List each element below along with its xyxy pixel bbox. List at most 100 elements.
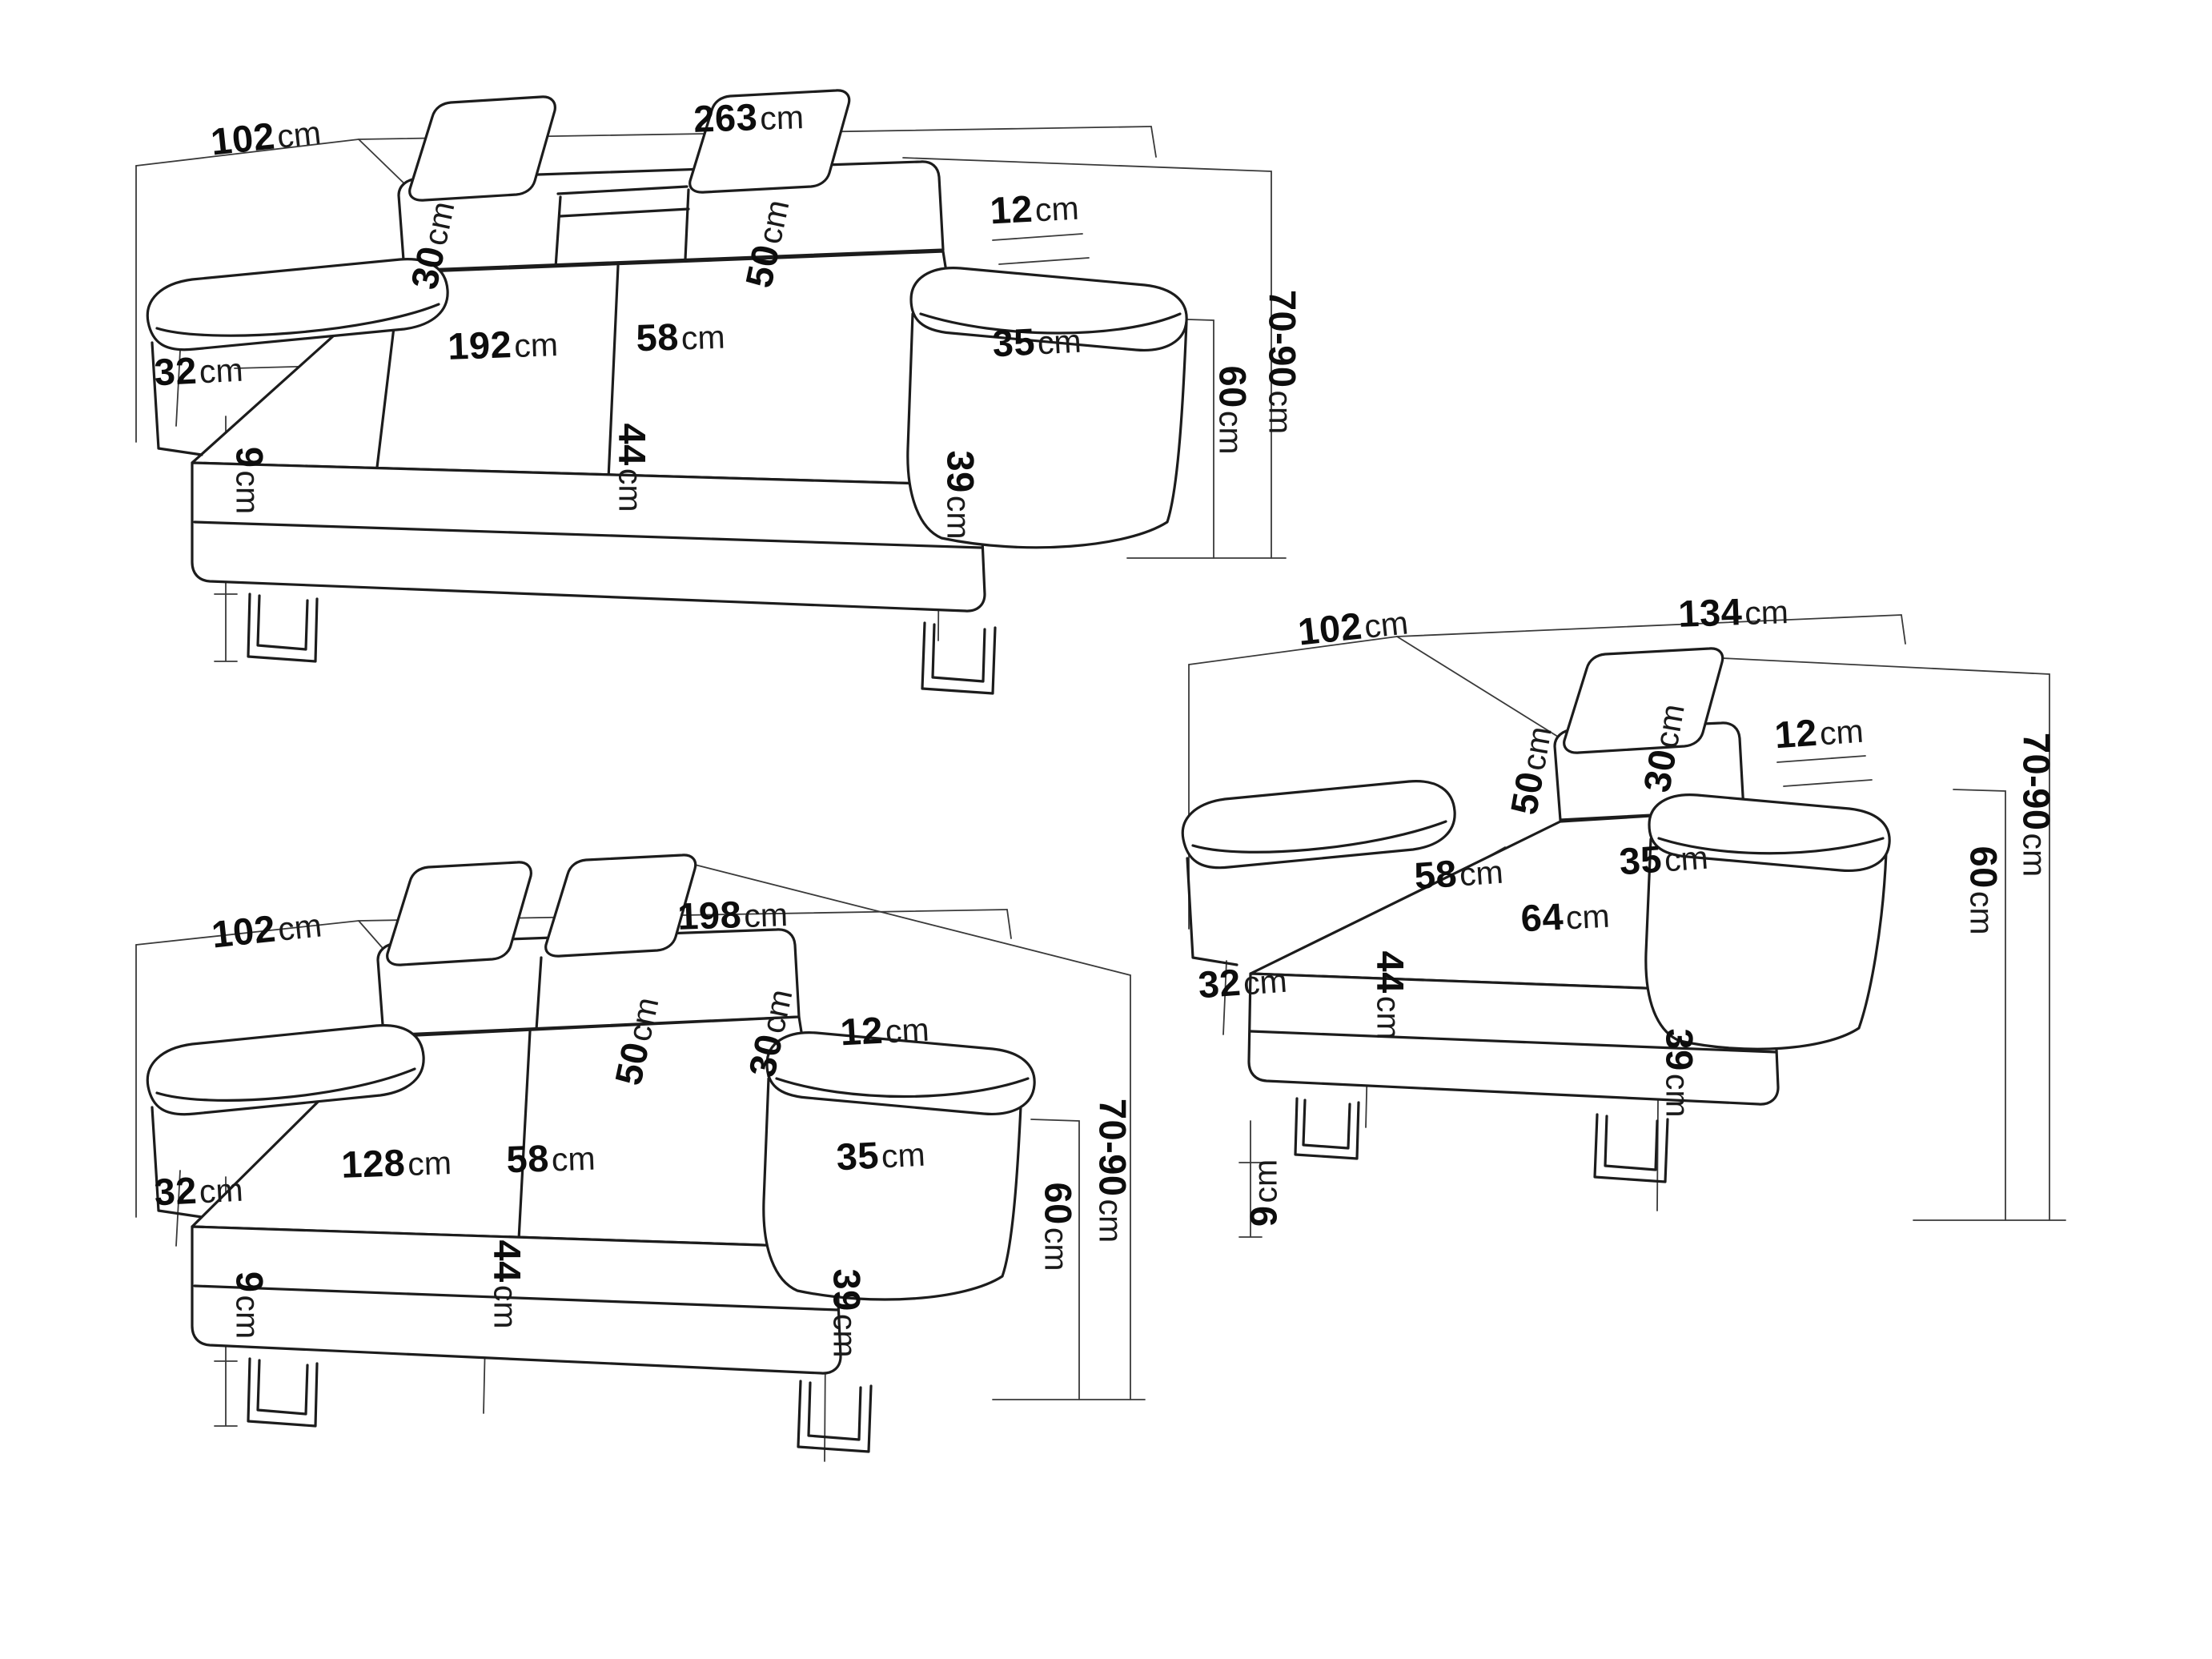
dim-label-sofa2-width: 198cm — [676, 893, 789, 938]
dim-value: 70-90 — [1261, 289, 1304, 388]
seat-seam — [517, 1030, 532, 1241]
dim-unit: cm — [1647, 701, 1692, 751]
dim-unit: cm — [884, 1010, 930, 1050]
dim-label-armchair-seat-height: 44cm — [1370, 951, 1412, 1040]
right-armrest-seam — [919, 312, 1182, 335]
dim-label-armchair-seat-width: 64cm — [1519, 895, 1611, 940]
dim-value: 198 — [676, 893, 743, 938]
dim-line-width — [1188, 614, 1902, 665]
dim-unit: cm — [275, 906, 324, 948]
dim-label-sofa3-side-height: 32cm — [153, 348, 244, 394]
dim-label-sofa3-armrest-width: 35cm — [991, 319, 1082, 365]
dim-label-sofa2-backrest-height: 60cm — [1037, 1182, 1080, 1271]
back-seams — [554, 188, 690, 269]
dim-unit: cm — [680, 318, 726, 357]
dim-label-sofa2-armrest-height: 39cm — [826, 1269, 869, 1358]
dim-value: 128 — [340, 1141, 407, 1186]
dim-value: 12 — [1772, 710, 1819, 757]
dim-unit: cm — [1242, 962, 1289, 1002]
dim-unit: cm — [1818, 712, 1865, 753]
dim-line-headrest-thickness — [1776, 755, 1873, 787]
dim-value: 134 — [1677, 590, 1744, 635]
dim-unit: cm — [743, 896, 789, 934]
dim-label-sofa3-height-range: 70-90cm — [1261, 289, 1304, 434]
dim-label-sofa2-seat-height: 44cm — [486, 1239, 529, 1329]
dim-unit: cm — [1036, 322, 1082, 362]
dim-label-sofa3-width: 263cm — [693, 95, 805, 140]
dim-label-sofa3-headrest-thickness: 12cm — [989, 187, 1080, 232]
dim-label-sofa2-seat-depth: 58cm — [505, 1136, 596, 1181]
dim-value: 50 — [606, 1038, 657, 1089]
left-armrest-seam — [155, 303, 440, 337]
headrest-left — [386, 861, 532, 966]
dim-value: 50 — [737, 240, 788, 291]
right-armrest-seam — [1657, 837, 1885, 855]
left-side-edges — [1186, 857, 1238, 966]
dim-value: 32 — [1196, 960, 1242, 1006]
dim-label-armchair-height-range: 70-90cm — [2016, 733, 2058, 878]
dim-unit: cm — [1458, 853, 1505, 894]
dim-line-side-height — [175, 1170, 181, 1247]
dim-unit: cm — [1370, 995, 1407, 1040]
dim-label-sofa3-armrest-height: 39cm — [940, 451, 982, 540]
dim-value: 44 — [486, 1239, 529, 1283]
right-armrest-seam — [775, 1077, 1030, 1099]
right-arm-front — [906, 312, 1188, 549]
dim-unit: cm — [880, 1135, 926, 1175]
dim-label-sofa2-seat-width: 128cm — [340, 1141, 452, 1186]
dim-label-armchair-headrest-thickness: 12cm — [1772, 710, 1865, 757]
dim-unit: cm — [1744, 593, 1789, 632]
two-seater-drawing — [135, 854, 1146, 1462]
base — [191, 461, 986, 613]
dim-value: 35 — [1617, 837, 1664, 883]
dim-unit: cm — [612, 468, 649, 512]
dim-label-armchair-leg-height: 9cm — [1242, 1159, 1285, 1227]
dim-unit: cm — [1038, 1227, 1075, 1271]
dim-unit: cm — [198, 1171, 244, 1211]
dim-value: 50 — [1502, 768, 1552, 818]
dim-value: 39 — [1658, 1028, 1701, 1071]
dim-unit: cm — [759, 98, 805, 137]
dim-unit: cm — [229, 470, 267, 515]
dim-unit: cm — [1247, 1159, 1284, 1203]
back-seam — [535, 956, 543, 1031]
base — [191, 1225, 842, 1375]
dim-label-sofa3-backrest-height: 60cm — [1211, 365, 1255, 455]
dim-value: 60 — [1037, 1182, 1080, 1225]
dim-value: 9 — [228, 1271, 271, 1293]
sofa-back — [397, 160, 945, 272]
dim-value: 102 — [1295, 604, 1364, 653]
left-side-edges — [151, 1106, 203, 1219]
dim-unit: cm — [1092, 1199, 1130, 1243]
dim-value: 32 — [153, 348, 199, 394]
dim-unit: cm — [1564, 897, 1611, 937]
dim-label-armchair-armrest-width: 35cm — [1617, 837, 1709, 883]
left-armrest — [1181, 780, 1456, 870]
dim-label-sofa2-side-height: 32cm — [153, 1169, 244, 1214]
right-arm-front — [1644, 838, 1888, 1050]
right-leg — [797, 1380, 873, 1453]
dim-unit: cm — [487, 1284, 524, 1329]
dim-value: 60 — [1211, 365, 1255, 408]
dim-projection — [358, 139, 411, 190]
dim-unit: cm — [2016, 833, 2053, 878]
dim-value: 58 — [505, 1136, 550, 1181]
dim-value: 44 — [611, 423, 654, 466]
left-leg — [247, 592, 319, 663]
dim-unit: cm — [551, 1139, 596, 1179]
headrest-right — [544, 854, 697, 958]
dim-unit: cm — [198, 351, 244, 391]
dim-label-armchair-seat-depth: 58cm — [1412, 851, 1505, 898]
right-arm-front — [762, 1077, 1023, 1301]
dim-value: 35 — [991, 319, 1037, 365]
dim-line-headrest-thickness — [992, 233, 1090, 265]
dim-label-sofa3-seat-depth: 58cm — [636, 315, 726, 360]
armchair-drawing — [1181, 614, 2066, 1238]
dim-value: 58 — [1412, 851, 1459, 898]
dim-label-armchair-backrest-height: 60cm — [1963, 846, 2005, 935]
base-seam — [193, 1284, 840, 1312]
dim-value: 192 — [447, 323, 513, 368]
base-seam — [1249, 1030, 1778, 1054]
dim-label-sofa2-headrest-thickness: 12cm — [839, 1009, 930, 1054]
